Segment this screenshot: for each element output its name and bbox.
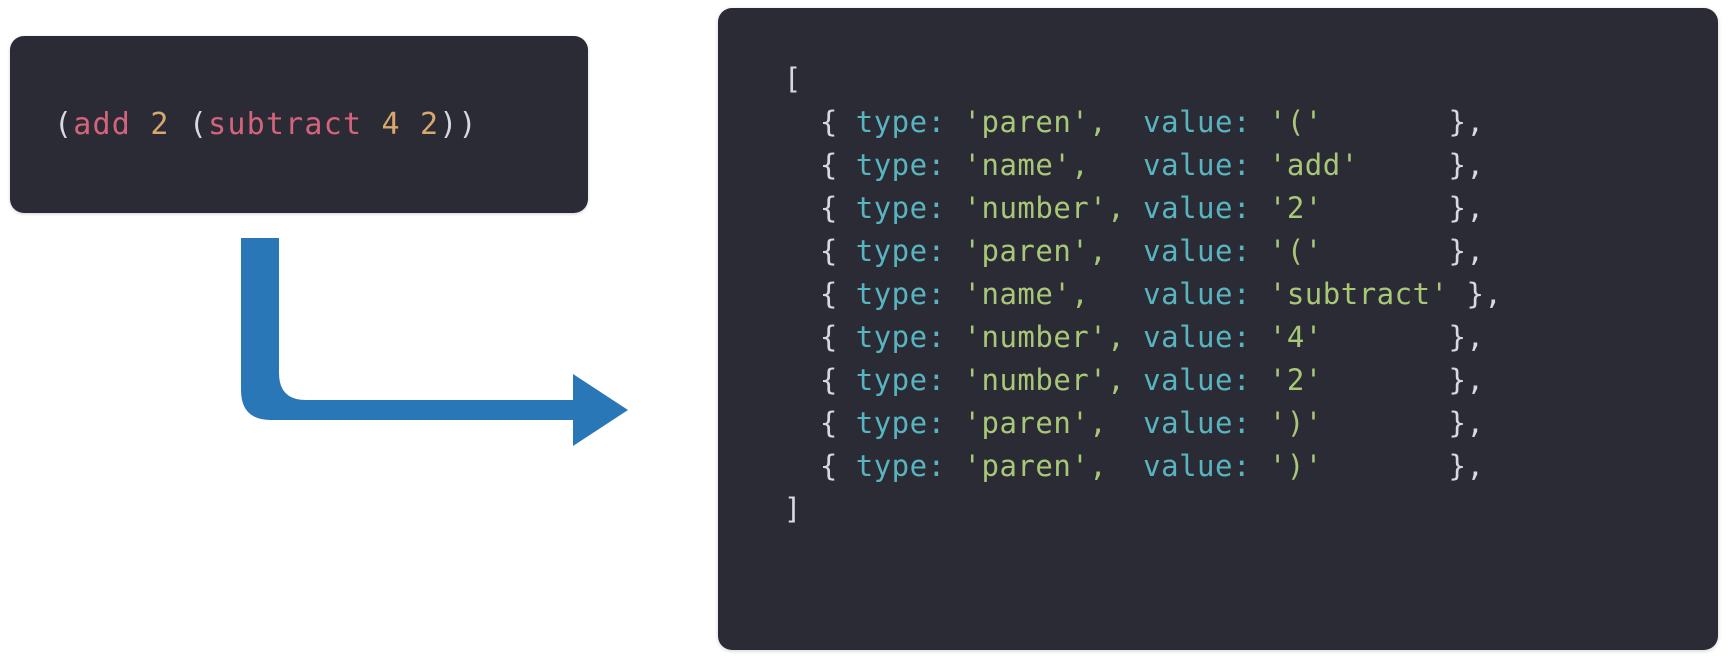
token-value-value: '(' [1268, 234, 1323, 268]
token-key-type: type: [855, 449, 946, 483]
source-code-box: (add 2 (subtract 4 2)) [10, 36, 588, 213]
token-key-value: value: [1143, 148, 1251, 182]
token-row-open-brace: { [819, 363, 856, 397]
token-array-code: [ { type: 'paren', value: '(' }, { type:… [718, 58, 1718, 531]
token-row: { type: 'number', value: '2' }, [748, 187, 1718, 230]
token-row: { type: 'paren', value: '(' }, [748, 101, 1718, 144]
token-row: { type: 'number', value: '4' }, [748, 316, 1718, 359]
token-row: { type: 'number', value: '2' }, [748, 359, 1718, 402]
source-token-punct [170, 107, 189, 142]
token-row-open-brace: { [819, 191, 856, 225]
token-key-type: type: [855, 277, 946, 311]
token-value-value: '4' [1268, 320, 1323, 354]
token-key-value: value: [1143, 234, 1251, 268]
token-row-open-brace: { [819, 277, 856, 311]
token-key-type: type: [855, 105, 946, 139]
token-key-value: value: [1143, 277, 1251, 311]
token-row-close-brace: }, [1448, 406, 1485, 440]
source-token-punct: ( [188, 106, 209, 142]
token-value-value: ')' [1268, 406, 1323, 440]
token-row-open-brace: { [819, 320, 856, 354]
token-row-close-brace: }, [1448, 234, 1485, 268]
open-bracket-glyph: [ [783, 62, 802, 96]
token-key-value: value: [1143, 406, 1251, 440]
close-bracket-glyph: ] [783, 492, 802, 526]
source-code-text: (add 2 (subtract 4 2)) [54, 107, 478, 143]
token-type-value: 'paren', [963, 406, 1108, 440]
token-row-open-brace: { [819, 234, 856, 268]
token-type-value: 'number', [963, 191, 1126, 225]
token-type-value: 'paren', [963, 105, 1108, 139]
token-array-close: ] [748, 488, 1718, 531]
token-key-type: type: [855, 406, 946, 440]
token-row-close-brace: }, [1448, 449, 1485, 483]
token-key-type: type: [855, 363, 946, 397]
token-value-value: ')' [1268, 449, 1323, 483]
token-value-value: '(' [1268, 105, 1323, 139]
token-row: { type: 'paren', value: ')' }, [748, 445, 1718, 488]
source-token-punct: ( [54, 106, 74, 142]
flow-arrow [241, 238, 628, 446]
token-key-type: type: [855, 148, 946, 182]
source-token-number: 2 [420, 106, 440, 142]
token-row-close-brace: }, [1448, 363, 1485, 397]
token-row-close-brace: }, [1448, 105, 1485, 139]
token-array-open: [ [748, 58, 1718, 101]
token-type-value: 'paren', [963, 234, 1108, 268]
token-key-value: value: [1143, 449, 1251, 483]
token-row-open-brace: { [819, 105, 856, 139]
token-row-close-brace: }, [1448, 191, 1485, 225]
token-key-value: value: [1143, 320, 1251, 354]
token-type-value: 'number', [963, 320, 1126, 354]
token-row-close-brace: }, [1448, 148, 1485, 182]
token-row: { type: 'name', value: 'add' }, [748, 144, 1718, 187]
token-row-close-brace: }, [1448, 320, 1485, 354]
token-value-value: '2' [1268, 191, 1323, 225]
source-token-punct [401, 107, 420, 142]
token-key-type: type: [855, 320, 946, 354]
token-key-value: value: [1143, 191, 1251, 225]
token-row-open-brace: { [819, 449, 856, 483]
token-key-value: value: [1143, 363, 1251, 397]
token-row-open-brace: { [819, 148, 856, 182]
token-row: { type: 'paren', value: '(' }, [748, 230, 1718, 273]
source-token-number: 2 [150, 106, 170, 142]
token-type-value: 'paren', [963, 449, 1108, 483]
token-row: { type: 'name', value: 'subtract' }, [748, 273, 1718, 316]
token-value-value: 'add' [1268, 148, 1359, 182]
token-key-type: type: [855, 191, 946, 225]
token-output-box: [ { type: 'paren', value: '(' }, { type:… [718, 8, 1718, 650]
token-row-open-brace: { [819, 406, 856, 440]
token-key-value: value: [1143, 105, 1251, 139]
token-type-value: 'name', [963, 277, 1090, 311]
token-type-value: 'number', [963, 363, 1126, 397]
source-token-name: subtract [208, 106, 363, 142]
source-token-number: 4 [381, 106, 401, 142]
token-value-value: 'subtract' [1268, 277, 1449, 311]
token-key-type: type: [855, 234, 946, 268]
arrow-shape [241, 238, 628, 446]
token-row: { type: 'paren', value: ')' }, [748, 402, 1718, 445]
source-token-punct [362, 107, 381, 142]
token-value-value: '2' [1268, 363, 1323, 397]
token-type-value: 'name', [963, 148, 1090, 182]
source-token-name: add [73, 106, 132, 142]
token-row-close-brace: }, [1466, 277, 1503, 311]
source-token-punct [131, 107, 150, 142]
source-token-punct: )) [439, 106, 478, 142]
